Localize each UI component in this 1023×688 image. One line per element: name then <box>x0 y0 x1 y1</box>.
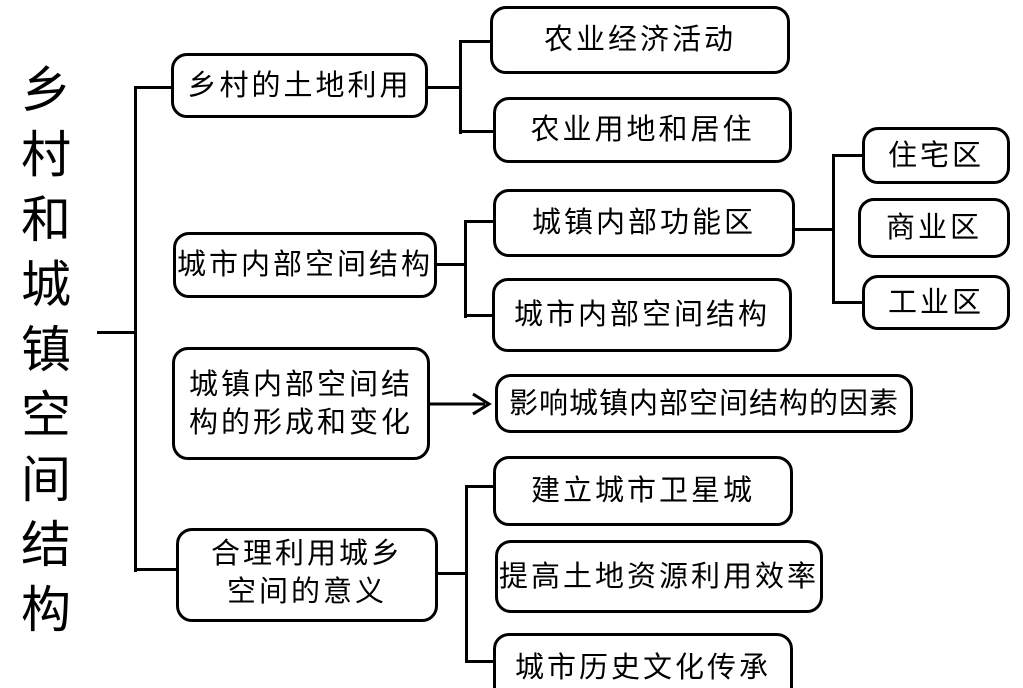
connector-e-stub-bottom <box>467 660 494 663</box>
node-residential-zone: 住宅区 <box>862 127 1010 184</box>
connector-b-vertical <box>464 220 467 318</box>
node-land-use-efficiency: 提高土地资源利用效率 <box>495 540 823 613</box>
connector-a-stub-top <box>461 40 492 43</box>
node-urban-functional-zones: 城镇内部功能区 <box>493 189 795 257</box>
node-urban-internal-spatial-structure: 城市内部空间结构 <box>173 232 437 298</box>
arrow-connector <box>429 392 492 416</box>
connector-c-stub-top <box>834 154 863 157</box>
node-urban-internal-spatial-structure-sub: 城市内部空间结构 <box>492 278 792 352</box>
node-root: 乡村和城镇空间结构 <box>21 62 71 638</box>
connector-branch-4 <box>136 568 176 571</box>
connector-c-vertical <box>832 154 835 304</box>
connector-e-stub-top <box>467 485 494 488</box>
node-agricultural-economic-activity: 农业经济活动 <box>490 6 790 74</box>
node-commercial-zone: 商业区 <box>858 198 1010 258</box>
connector-e-horizontal <box>437 572 468 575</box>
node-agricultural-land-and-residence: 农业用地和居住 <box>493 97 792 163</box>
node-industrial-zone: 工业区 <box>862 275 1010 330</box>
connector-a-vertical <box>459 40 462 134</box>
connector-b-horizontal <box>436 263 467 266</box>
node-influencing-factors: 影响城镇内部空间结构的因素 <box>495 374 913 433</box>
connector-c-stub-bottom <box>834 301 863 304</box>
connector-a-stub-bottom <box>461 130 494 133</box>
connector-e-vertical <box>465 485 468 663</box>
node-satellite-cities: 建立城市卫星城 <box>493 456 793 526</box>
connector-branch-1 <box>136 86 172 89</box>
connector-c-horizontal <box>794 228 835 231</box>
node-rational-use-significance: 合理利用城乡 空间的意义 <box>176 528 438 622</box>
connector-trunk <box>134 86 137 572</box>
connector-b-stub-top <box>466 220 494 223</box>
connector-a-horizontal <box>428 86 462 89</box>
node-historical-cultural-heritage: 城市历史文化传承 <box>493 633 793 688</box>
arrowhead-icon <box>472 392 492 416</box>
node-rural-land-use: 乡村的土地利用 <box>171 53 428 118</box>
connector-root-stub <box>97 331 136 334</box>
node-formation-and-change: 城镇内部空间结 构的形成和变化 <box>172 347 430 460</box>
connector-b-stub-bottom <box>466 314 493 317</box>
